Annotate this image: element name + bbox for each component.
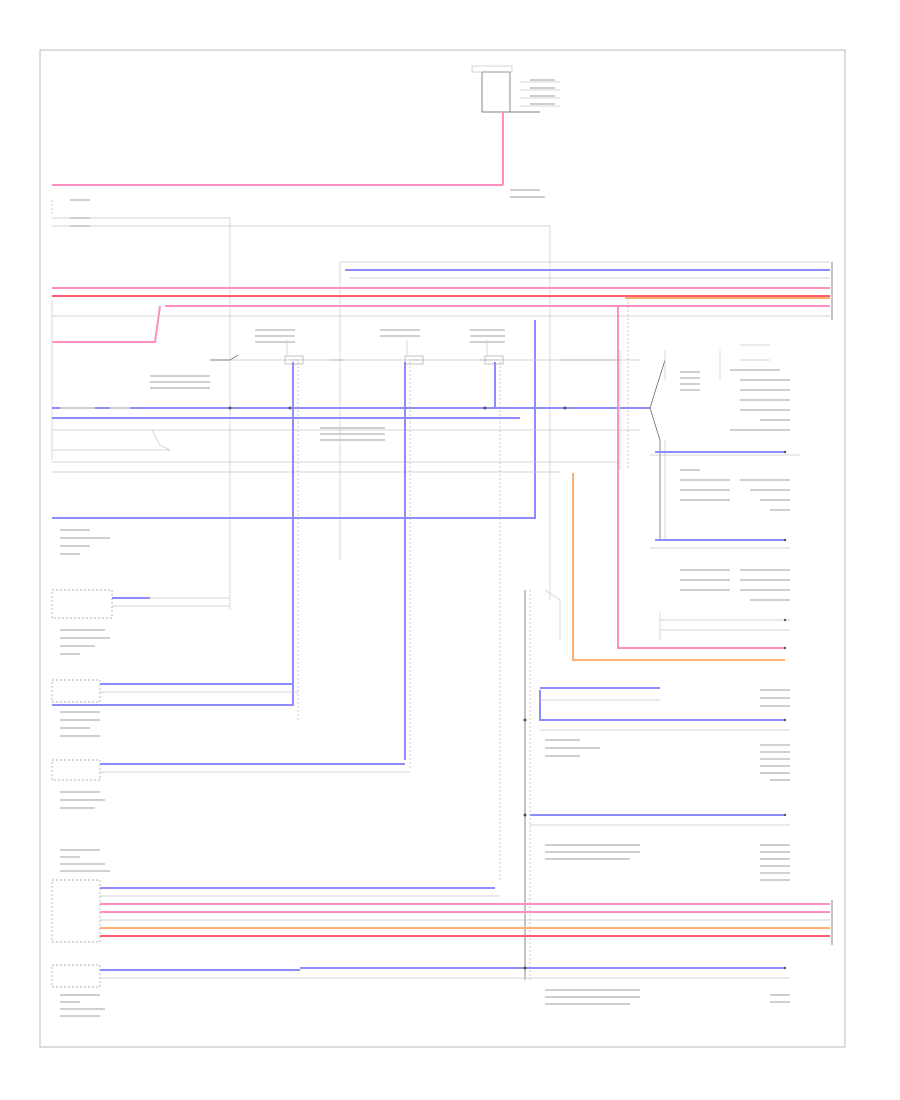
component-box-4 [51, 879, 101, 943]
component-box-5 [51, 964, 101, 988]
component-box-3 [51, 759, 101, 781]
wire-blue-drop-1 [52, 362, 294, 706]
wire-pink-vertical [617, 306, 785, 649]
right-edge-terminals [783, 262, 833, 970]
center-trunk [300, 589, 790, 980]
splice-group [52, 340, 640, 880]
wire-blue-branch-1 [539, 690, 785, 721]
diagram-frame [39, 49, 846, 1048]
wire-blue-lower [52, 320, 536, 519]
power-source-group [471, 65, 560, 185]
component-box-2 [51, 679, 101, 703]
left-components [51, 589, 830, 988]
illegible-labels [60, 79, 790, 1017]
wire-orange-return [572, 473, 785, 661]
component-box-1 [51, 589, 113, 619]
wire-pink-branch [52, 305, 161, 343]
horizontal-buses [51, 184, 830, 610]
right-module-column [572, 298, 800, 661]
